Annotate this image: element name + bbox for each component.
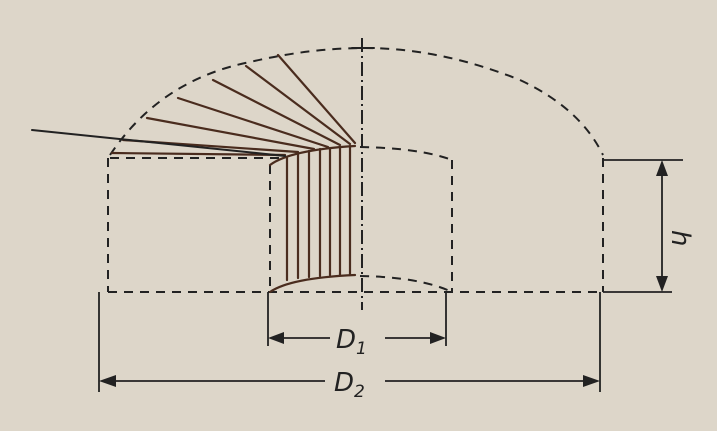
d2-arrow-right [583,375,600,387]
d2-label-subscript: 2 [354,382,365,402]
h-label: h [665,230,695,246]
inner-top-arc [359,146,453,161]
d1-label-letter: D [336,325,356,355]
d2-arrow-left [99,375,116,387]
d2-label-letter: D [334,368,354,398]
d1-label: D1 [336,325,367,359]
d1-label-subscript: 1 [356,339,367,359]
hatched-inner-wall [268,144,357,294]
leader-line [31,129,286,157]
d1-arrow-right [430,332,446,344]
d1-arrow-left [268,332,284,344]
inner-bottom-arc [359,275,453,293]
h-arrow-top [656,160,668,176]
radial-fan-lines [110,53,357,157]
d2-label: D2 [334,368,365,402]
h-arrow-bottom [656,276,668,292]
outer-dome-outline [109,46,604,156]
